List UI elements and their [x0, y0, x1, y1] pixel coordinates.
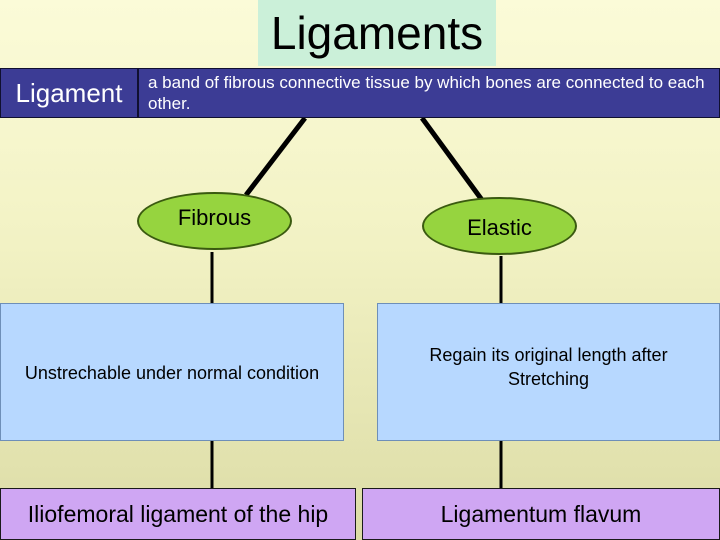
fibrous-example: Iliofemoral ligament of the hip — [27, 501, 329, 527]
elastic-label: Elastic — [467, 215, 532, 240]
connector-definition-elastic — [419, 116, 485, 202]
elastic-description: Regain its original length after Stretch… — [429, 345, 668, 389]
fibrous-example-box: Iliofemoral ligament of the hip — [0, 488, 356, 540]
elastic-oval: Elastic — [422, 197, 577, 255]
fibrous-description: Unstrechable under normal condition — [24, 362, 320, 383]
definition-label: Ligament — [0, 68, 138, 118]
elastic-example: Ligamentum flavum — [440, 501, 642, 527]
slide-title: Ligaments — [258, 0, 496, 66]
fibrous-oval: Fibrous — [137, 192, 292, 250]
fibrous-description-box: Unstrechable under normal condition — [0, 303, 344, 441]
elastic-example-box: Ligamentum flavum — [362, 488, 720, 540]
definition-text: a band of fibrous connective tissue by w… — [138, 68, 720, 118]
fibrous-label: Fibrous — [177, 205, 252, 230]
elastic-description-box: Regain its original length after Stretch… — [377, 303, 720, 441]
connector-definition-fibrous — [244, 116, 307, 197]
